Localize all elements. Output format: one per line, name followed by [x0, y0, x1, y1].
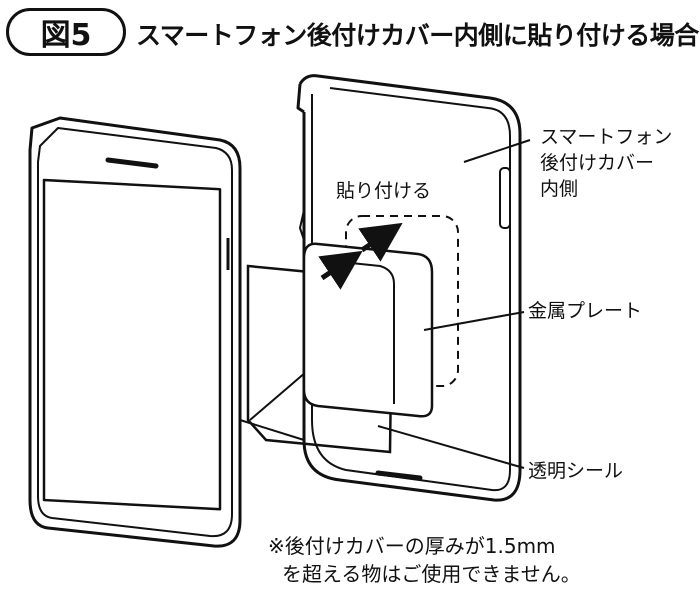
cover-label-line3: 内側	[540, 178, 579, 200]
cover-leader-line	[463, 139, 531, 163]
thickness-note: ※後付けカバーの厚みが1.5mm を超える物はご使用できません。	[268, 532, 581, 588]
smartphone-illustration	[28, 116, 242, 548]
metal-plate-illustration	[302, 242, 434, 418]
phone-cover-illustration	[239, 74, 522, 502]
figure-header: 図5 スマートフォン後付けカバー内側に貼り付ける場合	[6, 6, 699, 60]
cover-label-line2: 後付けカバー	[540, 152, 655, 174]
figure-number-badge: 図5	[6, 8, 126, 56]
cover-label-line1: スマートフォン	[540, 126, 673, 148]
transparent-seal-label: 透明シール	[528, 460, 624, 482]
attach-arrow-1	[318, 250, 363, 290]
note-line2: を超える物はご使用できません。	[282, 562, 581, 586]
metal-plate-label: 金属プレート	[528, 300, 643, 322]
figure-title: スマートフォン後付けカバー内側に貼り付ける場合	[136, 21, 699, 50]
attach-label: 貼り付ける	[336, 180, 432, 202]
plate-leader-line	[423, 311, 525, 331]
attach-arrow-2	[358, 222, 403, 262]
cover-label: スマートフォン 後付けカバー 内側	[540, 124, 690, 202]
seal-leader-line	[377, 425, 525, 469]
note-line1: ※後付けカバーの厚みが1.5mm	[268, 534, 556, 558]
